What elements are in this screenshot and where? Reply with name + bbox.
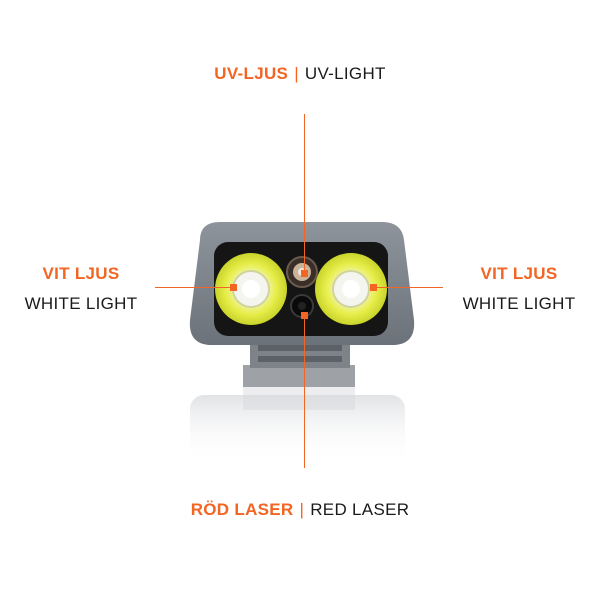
right-pointer-line [373,287,443,288]
uv-pointer-dot [301,270,308,277]
right-pointer-dot [370,284,377,291]
laser-label-accent: RÖD LASER [190,500,294,519]
left-white-label: VIT LJUS WHITE LIGHT [20,264,142,314]
left-led [215,253,287,325]
uv-label-text: UV-LIGHT [304,64,386,83]
left-white-label-accent: VIT LJUS [42,264,120,283]
flashlight-reflection [190,380,405,465]
uv-pointer-line [304,114,305,274]
right-white-label-text: WHITE LIGHT [462,294,576,313]
left-pointer-line [155,287,233,288]
right-led [315,253,387,325]
left-white-label-text: WHITE LIGHT [24,294,138,313]
mount-bracket [243,340,355,387]
laser-aperture [290,294,314,318]
laser-pointer-dot [301,312,308,319]
laser-label: RÖD LASER | RED LASER [0,500,600,520]
right-white-label-accent: VIT LJUS [480,264,558,283]
left-pointer-dot [230,284,237,291]
right-white-label: VIT LJUS WHITE LIGHT [458,264,580,314]
uv-label-separator: | [294,64,299,83]
laser-label-separator: | [299,500,305,519]
uv-label-accent: UV-LJUS [214,64,289,83]
laser-label-text: RED LASER [310,500,410,519]
laser-pointer-line [304,316,305,468]
uv-label: UV-LJUS | UV-LIGHT [0,64,600,84]
